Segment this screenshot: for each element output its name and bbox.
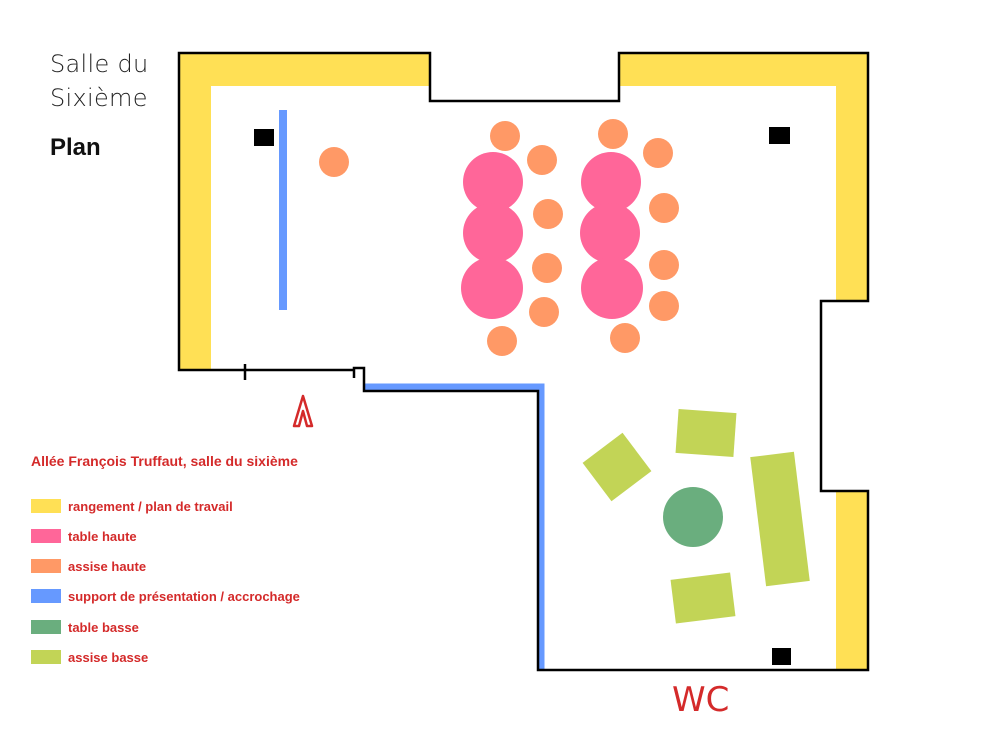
storage-band-bottom-right	[836, 491, 868, 669]
legend-item-high-table: table haute	[31, 527, 137, 545]
pillar-top-left	[254, 129, 274, 146]
high-seat	[649, 291, 679, 321]
legend-swatch-low-seat	[31, 650, 61, 664]
high-seat	[490, 121, 520, 151]
high-table	[580, 203, 640, 263]
high-seat	[598, 119, 628, 149]
legend-swatch-high-seat	[31, 559, 61, 573]
pillars	[254, 127, 791, 665]
high-seat	[649, 250, 679, 280]
low-table	[663, 487, 723, 547]
legend-item-storage: rangement / plan de travail	[31, 497, 233, 515]
high-table	[581, 257, 643, 319]
storage-band-top-right	[619, 53, 868, 300]
plan-subtitle: Plan	[50, 134, 101, 161]
legend-label-storage: rangement / plan de travail	[68, 498, 233, 514]
high-seat	[319, 147, 349, 177]
legend-swatch-high-table	[31, 529, 61, 543]
title-line-1: Salle du	[50, 50, 149, 78]
high-seat	[643, 138, 673, 168]
entrance-arrow-icon	[292, 394, 314, 428]
low-seats	[582, 409, 810, 624]
legend-swatch-storage	[31, 499, 61, 513]
legend-item-low-table: table basse	[31, 618, 139, 636]
legend-item-high-seat: assise haute	[31, 557, 146, 575]
high-tables	[461, 152, 643, 319]
high-seat	[487, 326, 517, 356]
presentation-wall-strip	[364, 383, 545, 669]
address-label: Allée François Truffaut, salle du sixièm…	[31, 453, 298, 469]
legend-label-presentation: support de présentation / accrochage	[68, 588, 300, 604]
pillar-bottom-right	[772, 648, 791, 665]
low-seat	[675, 409, 737, 457]
pillar-top-right	[769, 127, 790, 144]
legend-label-high-table: table haute	[68, 528, 137, 544]
wc-label: WC	[672, 680, 730, 720]
legend-label-high-seat: assise haute	[68, 558, 147, 574]
high-seat	[532, 253, 562, 283]
high-table	[461, 257, 523, 319]
high-seat	[533, 199, 563, 229]
high-seat	[527, 145, 557, 175]
storage-bands	[179, 53, 868, 669]
high-table	[463, 203, 523, 263]
legend-label-low-seat: assise basse	[68, 649, 149, 665]
low-seat	[670, 572, 736, 624]
walls	[177, 51, 870, 672]
title-line-2: Sixième	[50, 84, 148, 112]
legend-label-low-table: table basse	[68, 619, 139, 635]
storage-band-top-left	[179, 53, 430, 370]
high-table	[463, 152, 523, 212]
high-seat	[649, 193, 679, 223]
high-seat	[610, 323, 640, 353]
low-seat	[750, 451, 810, 587]
legend-item-low-seat: assise basse	[31, 648, 148, 666]
low-seat	[582, 432, 652, 502]
legend-item-presentation: support de présentation / accrochage	[31, 587, 300, 605]
high-seats	[319, 119, 679, 356]
presentation-board	[279, 110, 287, 310]
legend-swatch-presentation	[31, 589, 61, 603]
high-seat	[529, 297, 559, 327]
wall-upper-left	[177, 51, 870, 672]
legend-swatch-low-table	[31, 620, 61, 634]
high-table	[581, 152, 641, 212]
